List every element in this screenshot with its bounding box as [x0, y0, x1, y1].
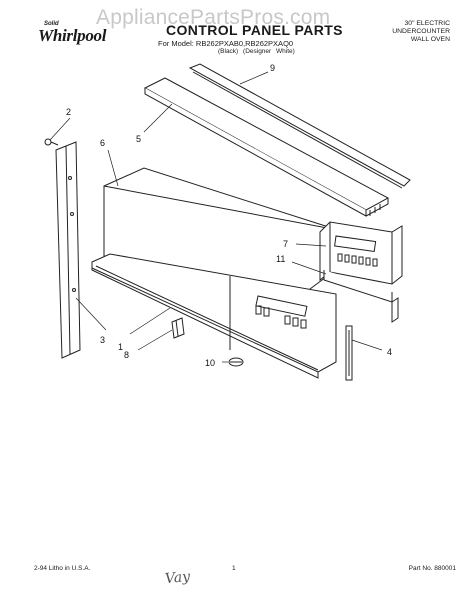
- leader-6: [107, 149, 119, 187]
- callout-5: 5: [136, 134, 141, 144]
- part-3-side-bracket: [55, 141, 81, 359]
- footer-litho: 2-94 Litho in U.S.A.: [34, 565, 91, 572]
- page-title: CONTROL PANEL PARTS: [166, 22, 343, 38]
- footer-page-number: 1: [232, 565, 236, 572]
- appliance-spec: 30" ELECTRIC UNDERCOUNTER WALL OVEN: [330, 20, 450, 44]
- leader-3: [75, 297, 107, 331]
- leader-4: [351, 339, 383, 351]
- part-7-clock-module: [319, 221, 403, 285]
- callout-6: 6: [100, 138, 105, 148]
- part-2-screw: [44, 138, 59, 146]
- part-11-bracket: [323, 270, 399, 323]
- brand-logo-hat: Solid: [44, 21, 59, 27]
- spec-line: 30" ELECTRIC: [404, 20, 450, 27]
- callout-10: 10: [205, 358, 215, 368]
- callout-9: 9: [270, 63, 275, 73]
- leader-5: [143, 103, 173, 133]
- leader-9: [239, 71, 269, 85]
- leader-1: [129, 307, 171, 335]
- callout-4: 4: [387, 347, 392, 357]
- part-10-knob: [228, 357, 244, 367]
- leader-8: [137, 329, 173, 351]
- watermark-text: AppliancePartsPros.com: [96, 6, 331, 29]
- part-6-panel: [103, 167, 339, 299]
- part-5-top-channel: [143, 77, 390, 217]
- callout-labels: 1 2 3 4 5 6 7 8 9 10 11: [66, 63, 392, 368]
- color-line: (Black) (Designer White): [218, 48, 295, 55]
- callout-3: 3: [100, 335, 105, 345]
- spec-line: UNDERCOUNTER: [392, 28, 450, 35]
- handwritten-note: Vay: [164, 568, 191, 588]
- callout-1: 1: [118, 342, 123, 352]
- callout-7: 7: [283, 239, 288, 249]
- control-buttons: [255, 305, 307, 329]
- spec-line: WALL OVEN: [410, 36, 450, 43]
- callout-11: 11: [276, 254, 285, 264]
- footer-part-number: Part No. 880001: [408, 565, 456, 572]
- brand-logo: Whirlpool: [38, 26, 107, 45]
- leader-7: [295, 243, 327, 247]
- part-4-strip: [345, 325, 353, 381]
- part-1-control-panel: [91, 253, 337, 379]
- part-8-clip: [171, 317, 185, 339]
- model-line: For Model: RB262PXAB0,RB262PXAQ0: [158, 39, 294, 48]
- part-9-trim-strip: [188, 63, 411, 189]
- callout-2: 2: [66, 107, 71, 117]
- callout-8: 8: [124, 350, 129, 360]
- leader-11: [291, 261, 327, 275]
- leader-2: [49, 117, 71, 141]
